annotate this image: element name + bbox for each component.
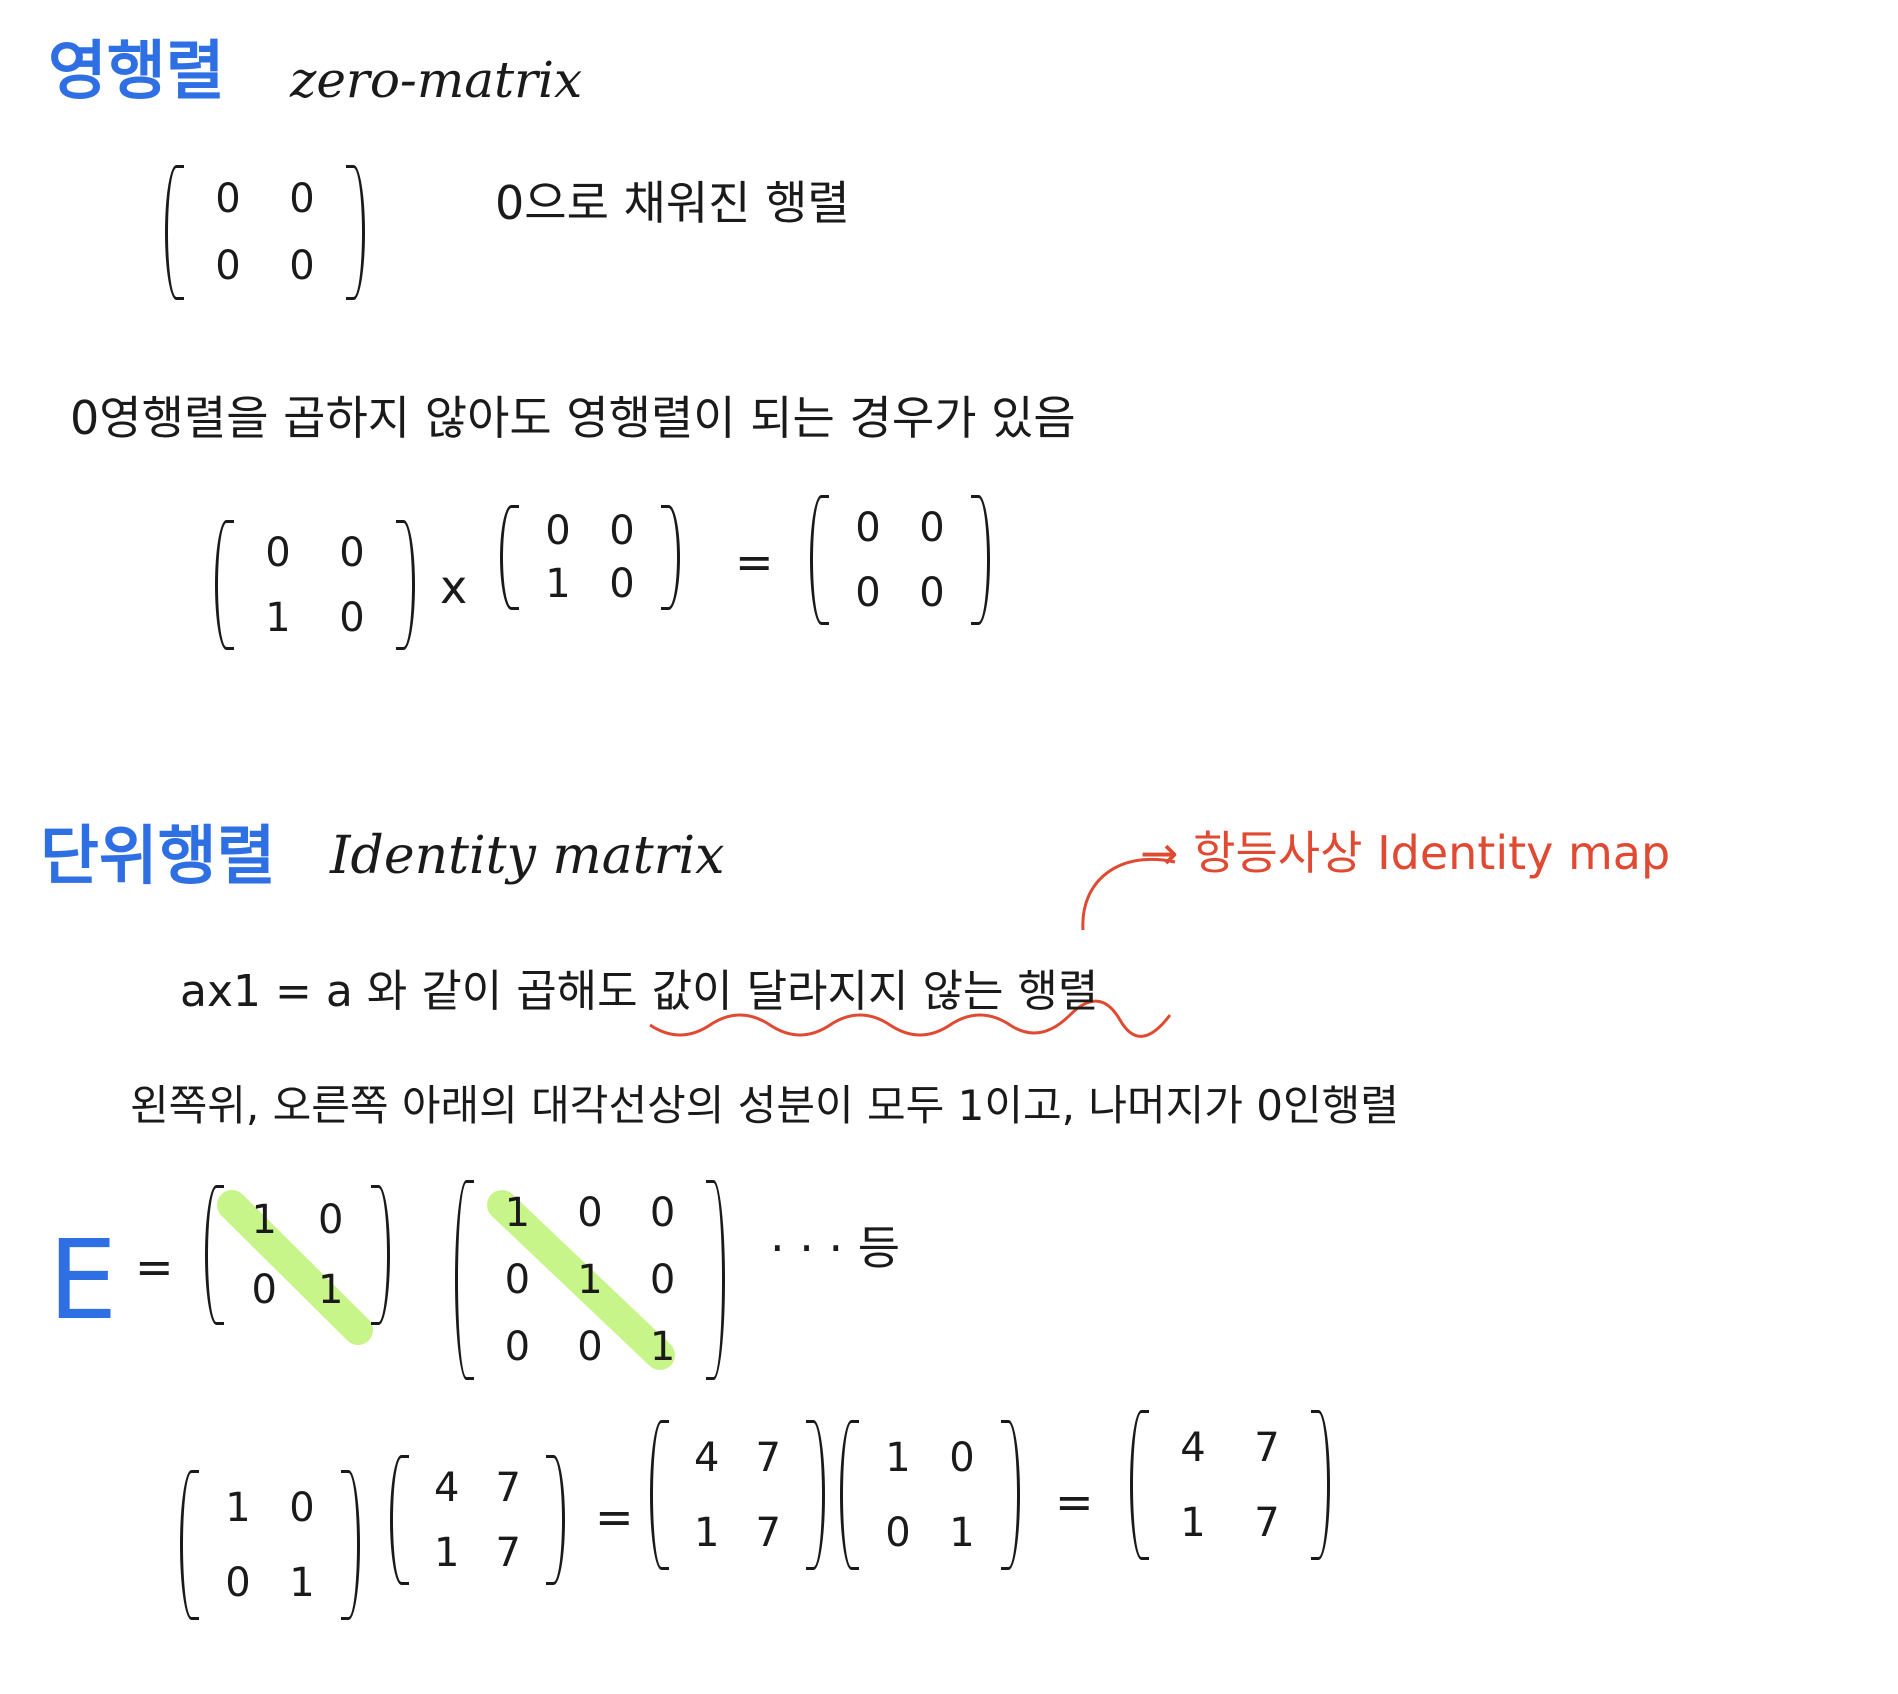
identity-matrix-heading: 단위행렬: [40, 820, 276, 894]
matrix-cell: 1: [545, 560, 571, 607]
wavy-underline: [649, 999, 1172, 1038]
times-sign: x: [440, 560, 468, 614]
matrix-cell: 0: [649, 1256, 676, 1303]
matrix-cell: 1: [225, 1484, 251, 1531]
zero-product-matrix-b: 0 0 1 0: [500, 505, 680, 610]
equals-sign: =: [135, 1240, 174, 1294]
matrix-cell: 0: [504, 1323, 531, 1370]
zero-product-result: 0 0 0 0: [810, 495, 990, 625]
equals-sign: =: [595, 1490, 634, 1544]
identity-definition-line1: ax1 = a 와 같이 곱해도 값이 달라지지 않는 행렬: [180, 966, 1099, 1017]
zero-matrix-example: 0 0 0 0: [165, 165, 365, 300]
matrix-cell: 0: [649, 1190, 676, 1237]
matrix-cell: 1: [504, 1190, 531, 1237]
matrix-cell: 1: [649, 1323, 676, 1370]
matrix-cell: 0: [855, 569, 881, 616]
matrix-cell: 0: [289, 1484, 315, 1531]
matrix-cell: 1: [577, 1256, 603, 1303]
matrix-cell: 0: [609, 508, 635, 555]
matrix-cell: 0: [339, 529, 365, 576]
matrix-cell: 1: [318, 1267, 344, 1313]
matrix-cell: 7: [1254, 1499, 1280, 1546]
identity-map-annotation: → 항등사상 Identity map: [1140, 826, 1671, 880]
matrix-cell: 0: [885, 1509, 911, 1556]
matrix-cell: 0: [855, 504, 881, 551]
example-identity-right: 1 0 0 1: [840, 1420, 1020, 1570]
matrix-cell: 1: [885, 1434, 911, 1481]
matrix-cell: 0: [577, 1190, 603, 1237]
matrix-cell: 7: [755, 1509, 781, 1556]
zero-matrix-english: zero-matrix: [290, 51, 583, 109]
example-matrix-m2: 4 7 1 7: [650, 1420, 825, 1570]
matrix-cell: 0: [251, 1267, 277, 1313]
identity-matrix-english: Identity matrix: [330, 826, 725, 886]
matrix-cell: 1: [251, 1197, 277, 1243]
matrix-cell: 4: [694, 1434, 720, 1481]
identity-e-label: E: [48, 1216, 118, 1344]
example-result: 4 7 1 7: [1130, 1410, 1330, 1560]
matrix-cell: 7: [1254, 1424, 1280, 1471]
annotation-arrow-curve: [1081, 857, 1176, 931]
matrix-cell: 4: [1180, 1424, 1206, 1471]
matrix-cell: 0: [919, 504, 945, 551]
matrix-cell: 0: [225, 1559, 251, 1606]
matrix-cell: 7: [495, 1529, 521, 1576]
matrix-cell: 0: [215, 175, 241, 222]
matrix-cell: 4: [434, 1464, 460, 1511]
matrix-cell: 1: [265, 594, 291, 641]
equals-sign: =: [735, 535, 774, 589]
diagonal-highlight-3x3: [487, 1190, 675, 1370]
matrix-cell: 0: [609, 560, 635, 607]
matrix-cell: 1: [1180, 1499, 1206, 1546]
matrix-cell: 0: [289, 175, 315, 222]
matrix-cell: 0: [289, 243, 315, 290]
equals-sign: =: [1055, 1475, 1094, 1529]
matrix-cell: 0: [318, 1197, 344, 1243]
zero-product-matrix-a: 0 0 1 0: [215, 520, 415, 650]
diagonal-highlight-2x2: [217, 1190, 373, 1345]
matrix-cell: 0: [577, 1323, 603, 1370]
matrix-cell: 1: [949, 1509, 975, 1556]
matrix-cell: 0: [339, 594, 365, 641]
identity-definition-line2: 왼쪽위, 오른쪽 아래의 대각선상의 성분이 모두 1이고, 나머지가 0인행렬: [130, 1081, 1399, 1130]
zero-matrix-heading: 영행렬: [48, 35, 225, 109]
matrix-cell: 7: [755, 1434, 781, 1481]
matrix-cell: 1: [289, 1559, 315, 1606]
etc-label: · · · 등: [770, 1221, 901, 1275]
matrix-cell: 1: [694, 1509, 720, 1556]
matrix-cell: 0: [919, 569, 945, 616]
example-matrix-m: 4 7 1 7: [390, 1455, 565, 1585]
zero-matrix-description: 0으로 채워진 행렬: [495, 176, 850, 230]
zero-matrix-note: 0영행렬을 곱하지 않아도 영행렬이 되는 경우가 있음: [70, 391, 1076, 445]
matrix-cell: 0: [545, 508, 571, 555]
identity-matrix-2x2: 1 0 0 1: [205, 1185, 390, 1325]
matrix-cell: 0: [215, 243, 241, 290]
matrix-cell: 0: [949, 1434, 975, 1481]
identity-matrix-3x3: 1 0 0 0 1 0 0 0 1: [455, 1180, 725, 1380]
matrix-cell: 7: [495, 1464, 521, 1511]
matrix-cell: 1: [434, 1529, 460, 1576]
example-identity-left: 1 0 0 1: [180, 1470, 360, 1620]
matrix-cell: 0: [504, 1256, 531, 1303]
matrix-cell: 0: [265, 529, 291, 576]
